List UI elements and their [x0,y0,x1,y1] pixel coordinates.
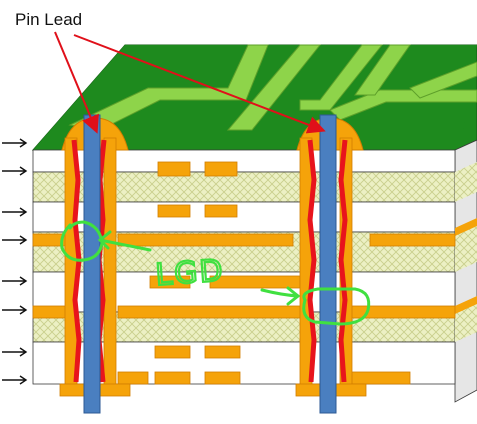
scribble-arrow-right [260,286,301,306]
pointer-arrow-icon [54,31,326,134]
via-left [59,114,131,414]
plating-right-b [338,139,348,383]
side-layer-bands [455,162,477,342]
scribble-circle-right [302,287,371,326]
inner-copper-pads [32,161,456,385]
scribble-text: LGD [154,253,225,293]
top-copper-traces [68,44,477,131]
plating-right-a [307,139,317,383]
left-arrow-icon [2,138,28,385]
pin-lead-left [83,114,101,414]
scribble-arrow-left [97,230,152,252]
pin-lead-right [319,114,337,414]
pin-lead-label: Pin Lead [15,10,83,29]
scribble-circle-left [60,220,104,262]
green-scribble-annotation [60,220,371,326]
